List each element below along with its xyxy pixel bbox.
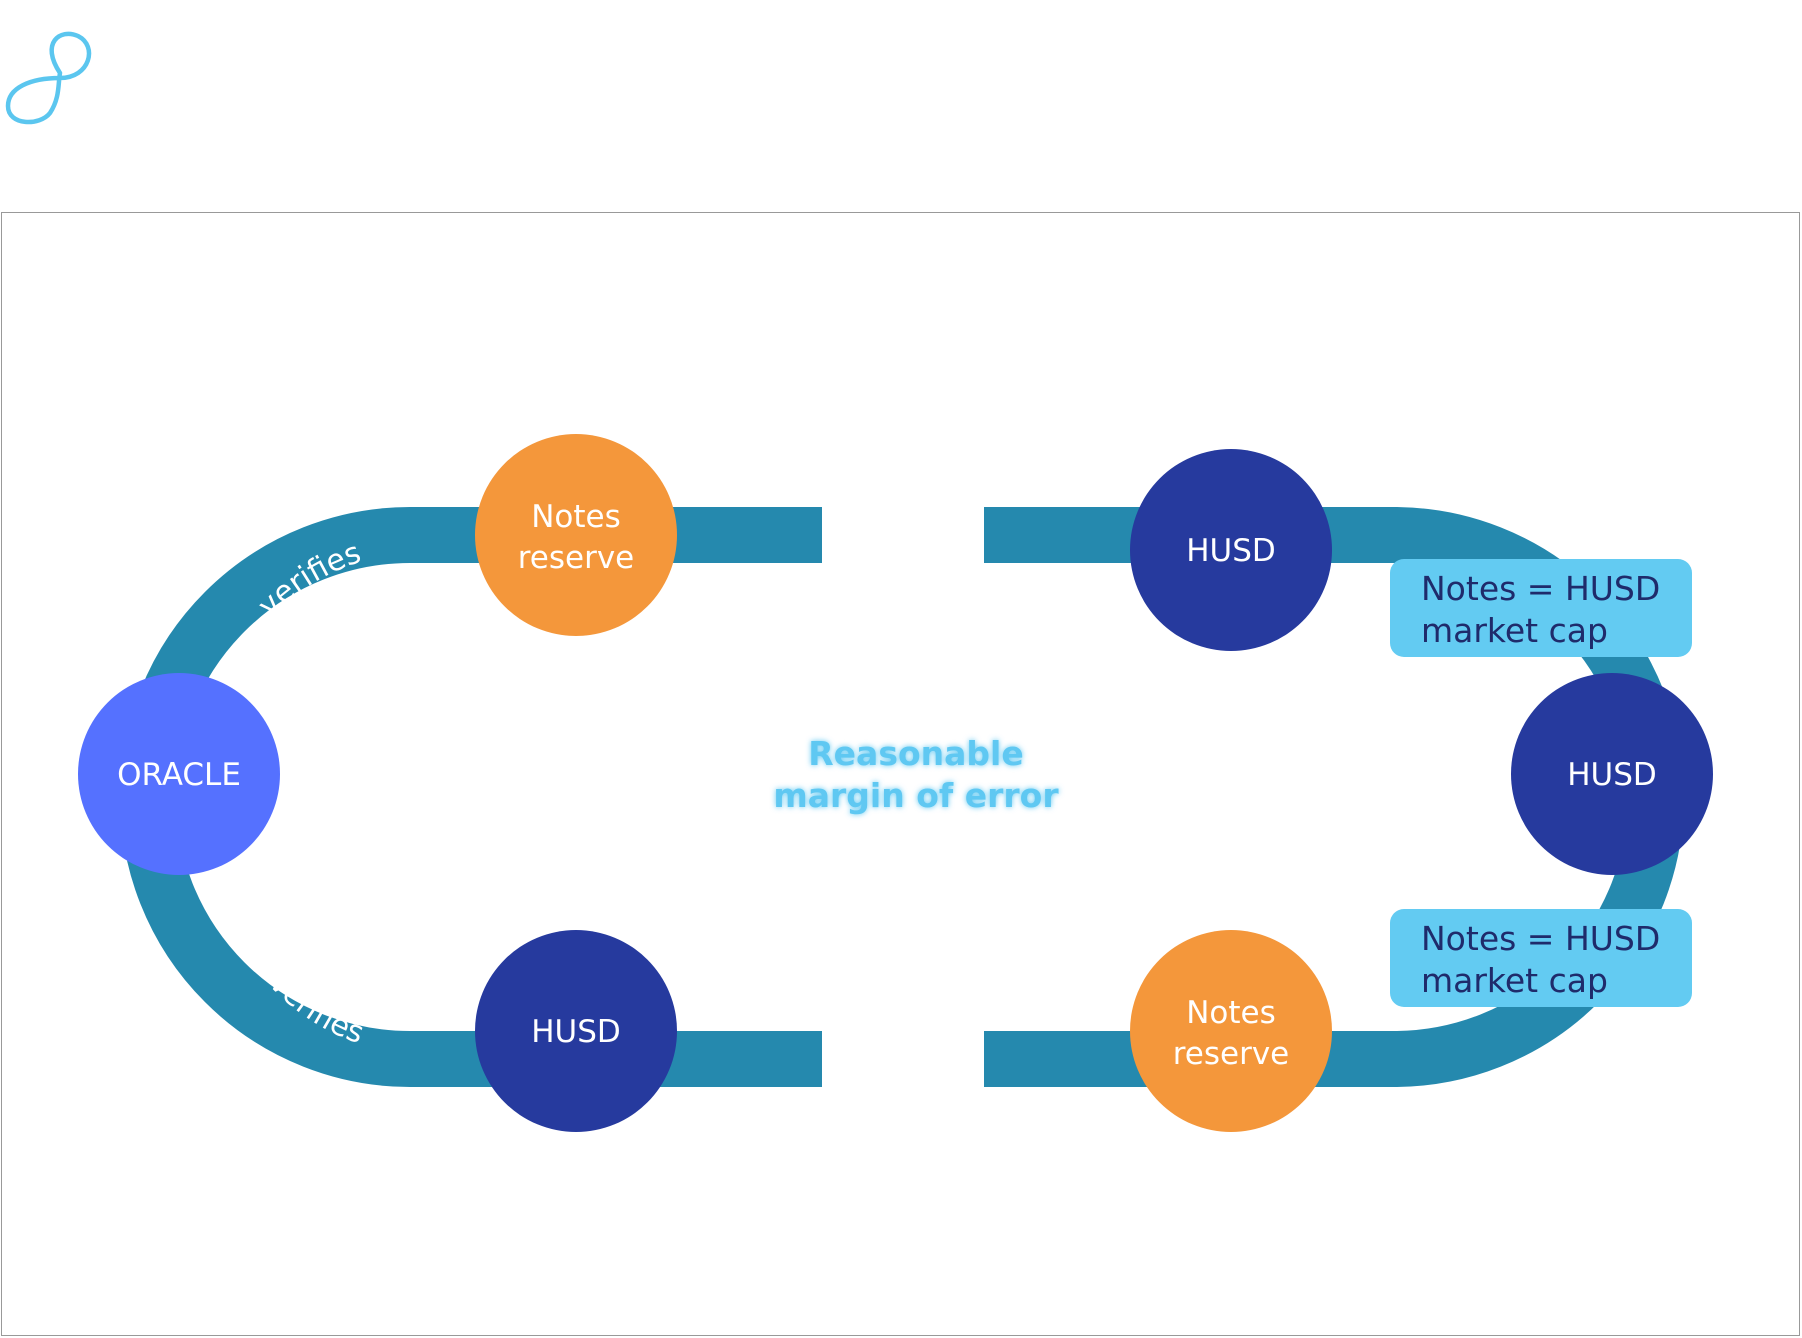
diagram-frame: verifies verifies ORACLE Notes reserve H… — [1, 212, 1800, 1336]
left-notes-reserve-line2: reserve — [518, 540, 635, 576]
oracle-label: ORACLE — [117, 757, 241, 793]
callout-top: Notes = HUSD market cap — [1390, 559, 1692, 657]
right-top-husd-node: HUSD — [1130, 449, 1332, 651]
left-husd-node: HUSD — [475, 930, 677, 1132]
reserve-verification-diagram: verifies verifies ORACLE Notes reserve H… — [78, 434, 1713, 1132]
center-note-line1: Reasonable — [808, 734, 1023, 773]
infinity-loop-logo-icon — [5, 31, 92, 125]
left-notes-reserve-node: Notes reserve — [475, 434, 677, 636]
right-notes-reserve-line1: Notes — [1186, 995, 1276, 1031]
oracle-node: ORACLE — [78, 673, 280, 875]
callout-bottom-line1: Notes = HUSD — [1421, 919, 1660, 958]
callout-bottom: Notes = HUSD market cap — [1390, 909, 1692, 1007]
left-notes-reserve-line1: Notes — [531, 499, 621, 535]
right-mid-husd-node: HUSD — [1511, 673, 1713, 875]
callout-bottom-line2: market cap — [1421, 961, 1608, 1000]
center-note-line2: margin of error — [773, 776, 1059, 815]
callout-top-line1: Notes = HUSD — [1421, 569, 1660, 608]
callout-top-line2: market cap — [1421, 611, 1608, 650]
center-note: Reasonable margin of error — [773, 734, 1059, 815]
right-top-husd-label: HUSD — [1186, 533, 1276, 569]
left-husd-label: HUSD — [531, 1014, 621, 1050]
right-notes-reserve-line2: reserve — [1173, 1036, 1290, 1072]
right-mid-husd-label: HUSD — [1567, 757, 1657, 793]
right-notes-reserve-node: Notes reserve — [1130, 930, 1332, 1132]
